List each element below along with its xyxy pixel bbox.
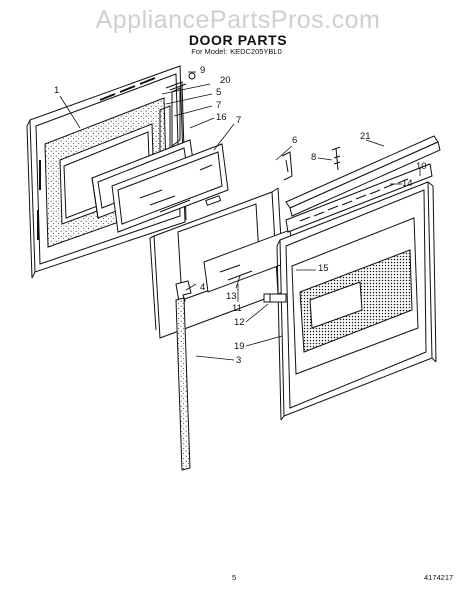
callout-3: 3 <box>236 355 242 366</box>
callout-13: 13 <box>226 291 237 302</box>
callout-7-lower: 7 <box>236 115 242 126</box>
model-prefix: For Model: <box>191 47 228 56</box>
callout-1: 1 <box>54 85 60 96</box>
door-seal-strip <box>175 297 191 471</box>
leader-lines <box>59 71 421 361</box>
callout-5: 5 <box>216 87 222 98</box>
callout-4: 4 <box>200 282 206 293</box>
outer-door-panel <box>276 181 437 421</box>
page-number: 5 <box>232 573 237 582</box>
diagram-title: DOOR PARTS <box>188 32 288 48</box>
callout-10: 10 <box>416 161 427 172</box>
plug-button <box>188 72 196 80</box>
callout-15: 15 <box>318 263 329 274</box>
latch-bracket <box>281 151 293 181</box>
door-vent-channel <box>285 163 433 233</box>
callout-21: 21 <box>360 131 371 142</box>
callout-14: 14 <box>402 178 413 189</box>
hinge-receptacle <box>263 293 287 303</box>
callout-8: 8 <box>311 152 317 163</box>
callout-9: 9 <box>200 65 206 76</box>
watermark: AppliancePartsPros.com <box>95 6 381 34</box>
screw <box>331 146 341 171</box>
model-line: For Model:KEDC205YBL0 <box>0 47 476 56</box>
inner-glass-pane <box>111 143 229 233</box>
callout-20: 20 <box>220 75 231 86</box>
model-number: KEDC205YBL0 <box>230 47 282 56</box>
callout-19: 19 <box>234 341 245 352</box>
callout-7-upper: 7 <box>216 100 222 111</box>
top-door-trim <box>285 135 441 217</box>
callout-16: 16 <box>216 112 227 123</box>
callout-11: 11 <box>232 303 242 314</box>
callout-6: 6 <box>292 135 298 146</box>
callout-12: 12 <box>234 317 245 328</box>
document-number: 4174217 <box>424 573 454 582</box>
